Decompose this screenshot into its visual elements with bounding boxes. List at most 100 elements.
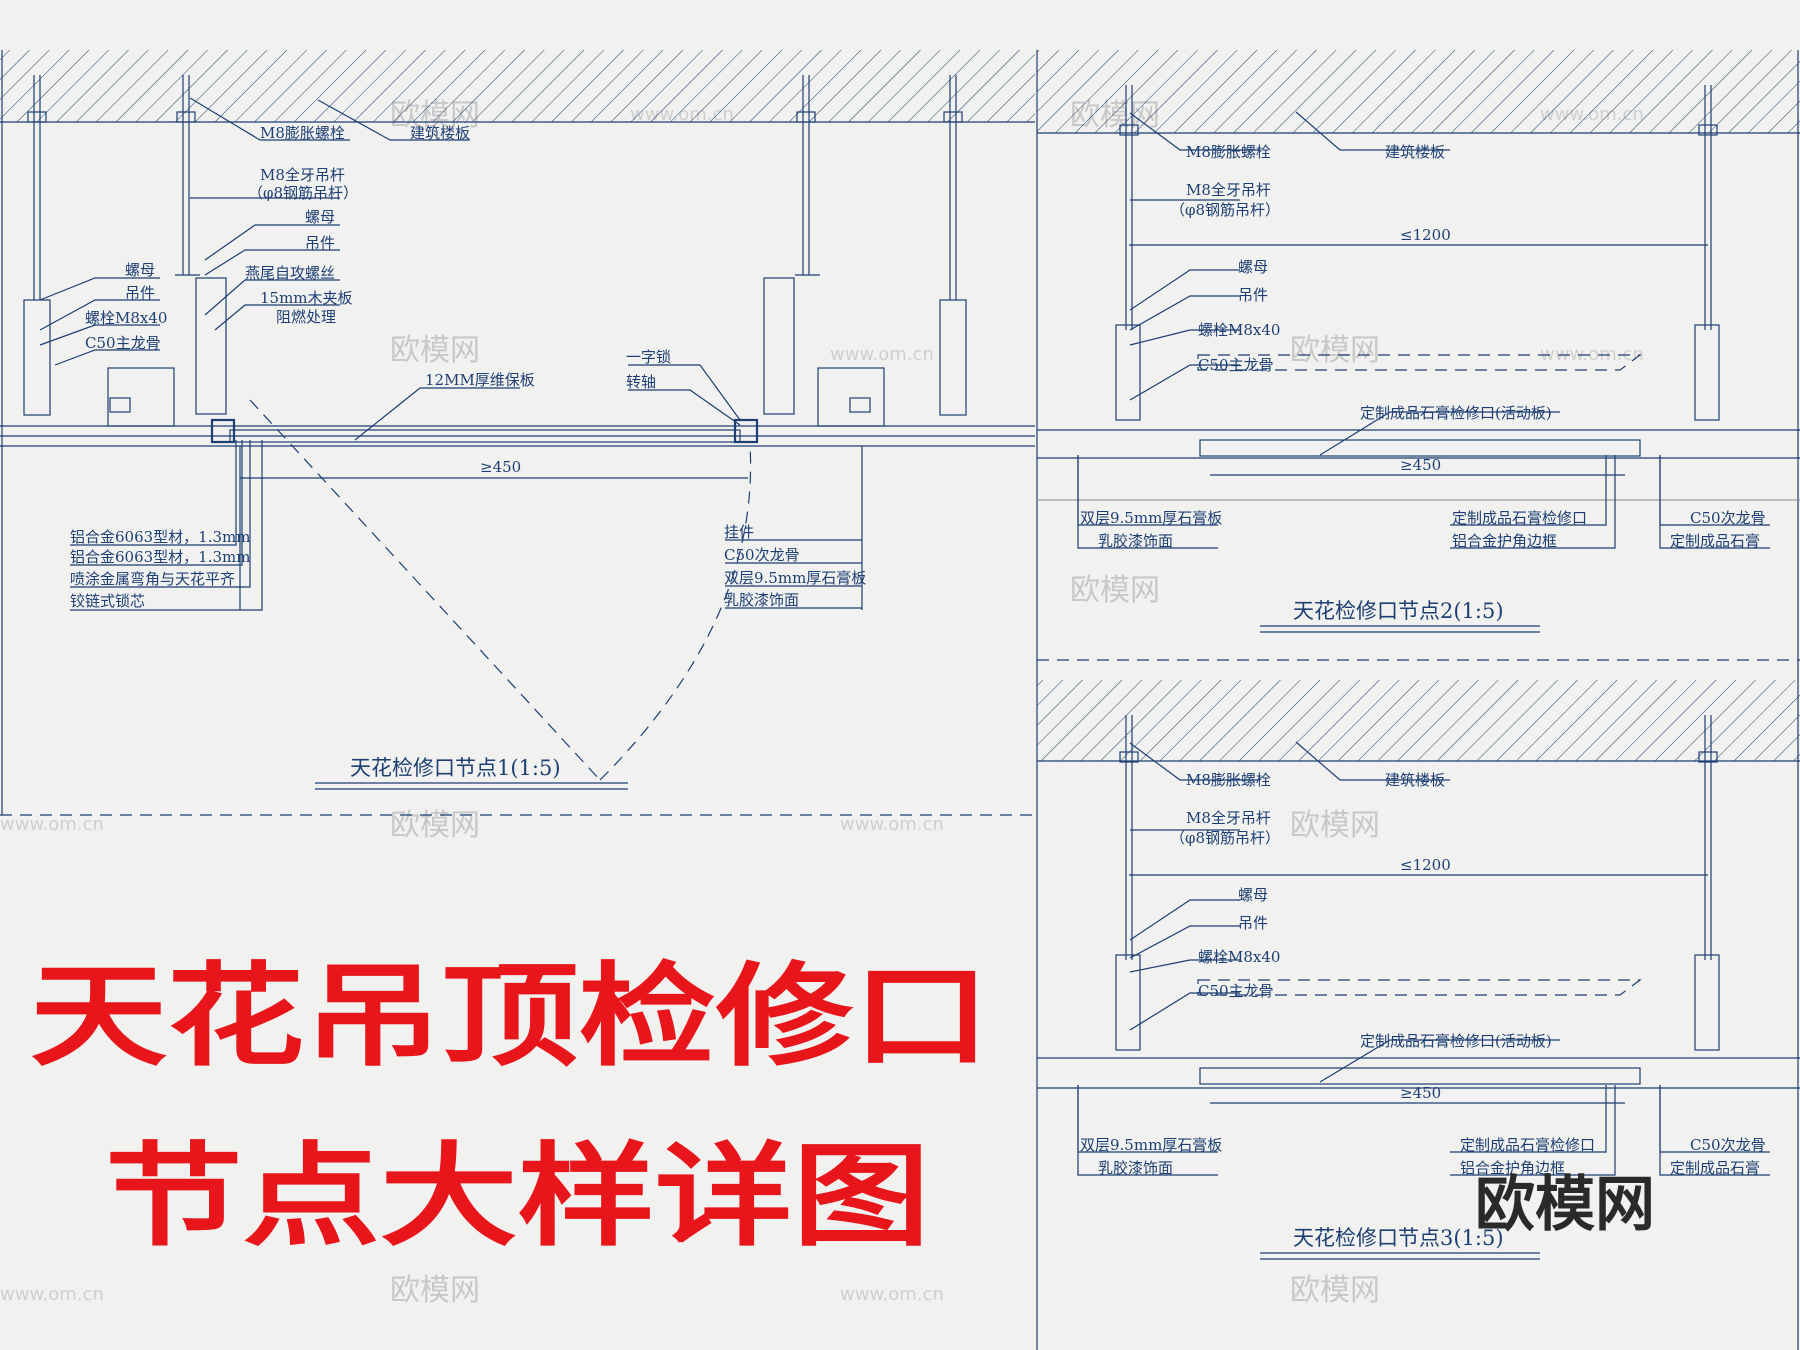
dimension-1200: ≤1200 <box>1129 856 1708 876</box>
label-gypsum: 双层9.5mm厚石膏板 <box>724 569 866 587</box>
big-title-line-2: 节点大样详图 <box>105 1132 930 1262</box>
label-slab: 建筑楼板 <box>1385 771 1445 789</box>
label-gypsum-end: 定制成品石膏 <box>1670 1159 1760 1177</box>
label-hatch-2: 定制成品石膏检修口 <box>1452 509 1587 527</box>
label-nut: 螺母 <box>1238 258 1268 276</box>
dimension-450: ≥450 <box>1210 456 1625 476</box>
label-gypsum-end: 定制成品石膏 <box>1670 532 1760 550</box>
floor-slab <box>1037 50 1800 133</box>
leaders <box>1077 111 1770 549</box>
label-anchor-bolt: M8膨胀螺栓 <box>260 124 345 142</box>
leaders <box>1077 741 1770 1176</box>
label-slab: 建筑楼板 <box>1385 143 1445 161</box>
label-paint: 乳胶漆饰面 <box>1098 1159 1173 1177</box>
label-rod: M8全牙吊杆 <box>1186 809 1271 827</box>
dim-label: ≥450 <box>1400 456 1441 474</box>
label-alu-edge: 铝合金护角边框 <box>1460 1159 1565 1177</box>
label-nut-left: 螺母 <box>125 261 155 279</box>
floor-slab <box>0 50 1035 122</box>
label-hinge: 铰链式锁芯 <box>70 592 145 610</box>
label-anchor-bolt: M8膨胀螺栓 <box>1186 143 1271 161</box>
label-panel: 12MM厚维保板 <box>425 371 535 389</box>
watermark-text: 欧模网 <box>1070 573 1160 608</box>
anchor-nuts <box>27 111 963 123</box>
watermark-text: 欧模网 <box>1290 333 1380 368</box>
dimension-1200: ≤1200 <box>1129 226 1708 246</box>
label-alu-2: 铝合金6063型材，1.3mm <box>70 548 250 566</box>
label-alu-1: 铝合金6063型材，1.3mm <box>70 528 250 546</box>
label-plywood-sub: 阻燃处理 <box>276 308 336 326</box>
hatch-outline <box>1197 354 1642 371</box>
sheet-big-title: 天花吊顶检修口 节点大样详图 <box>30 952 990 1262</box>
label-bolt: 螺栓M8x40 <box>1198 948 1280 966</box>
detail-2-labels: M8膨胀螺栓 建筑楼板 M8全牙吊杆 （φ8钢筋吊杆） 螺母 吊件 螺栓M8x4… <box>1080 143 1766 550</box>
detail-1-labels: M8膨胀螺栓 建筑楼板 M8全牙吊杆 （φ8钢筋吊杆） 螺母 吊件 燕尾自攻螺丝… <box>70 124 866 610</box>
label-alu-edge: 铝合金护角边框 <box>1452 532 1557 550</box>
detail-2-section: ≤1200 ≥450 <box>1037 50 1800 633</box>
label-nut: 螺母 <box>305 208 335 226</box>
label-gypsum: 双层9.5mm厚石膏板 <box>1080 509 1222 527</box>
label-main-keel: C50主龙骨 <box>85 334 161 352</box>
label-rod: M8全牙吊杆 <box>260 166 345 184</box>
label-paint: 乳胶漆饰面 <box>724 591 799 609</box>
label-rod-sub: （φ8钢筋吊杆） <box>248 184 358 202</box>
detail-title: 天花检修口节点1(1:5) <box>350 756 561 780</box>
dim-label: ≥450 <box>1400 1084 1441 1102</box>
watermark-url: www.om.cn <box>840 814 944 835</box>
plywood-left <box>195 277 227 415</box>
plywood-right <box>763 277 795 415</box>
label-screw: 燕尾自攻螺丝 <box>245 264 335 282</box>
detail-1-section: ≥450 M8膨胀螺 <box>0 50 1035 790</box>
ceiling-boards <box>0 418 1035 447</box>
label-hatch: 定制成品石膏检修口(活动板) <box>1360 404 1552 422</box>
door-swing-line <box>249 399 601 781</box>
label-paint: 乳胶漆饰面 <box>1098 532 1173 550</box>
ceiling-boards <box>1037 1057 1800 1089</box>
detail-3-title: 天花检修口节点3(1:5) <box>1260 1226 1540 1260</box>
label-main-keel: C50主龙骨 <box>1198 356 1274 374</box>
label-hanger-left: 吊件 <box>125 284 155 302</box>
leaders <box>39 97 862 611</box>
detail-1-title: 天花检修口节点1(1:5) <box>315 756 628 790</box>
label-plywood: 15mm木夹板 <box>260 289 353 307</box>
detail-title: 天花检修口节点3(1:5) <box>1293 1226 1504 1250</box>
label-rod-sub: （φ8钢筋吊杆） <box>1170 201 1280 219</box>
watermark-text: 欧模网 <box>1290 1273 1380 1308</box>
floor-slab <box>1037 680 1800 761</box>
watermark-url: www.om.cn <box>1540 344 1644 365</box>
label-hanger: 吊件 <box>1238 286 1268 304</box>
dim-label: ≤1200 <box>1400 226 1451 244</box>
hatch-outline <box>1197 979 1642 996</box>
label-sub-keel: C50次龙骨 <box>1690 1136 1766 1154</box>
watermark-url: www.om.cn <box>830 344 934 365</box>
label-hatch: 定制成品石膏检修口(活动板) <box>1360 1032 1552 1050</box>
watermark-logo: 欧模网 <box>1475 1170 1655 1240</box>
hanger-rods <box>1115 715 1720 1051</box>
watermark-text: 欧模网 <box>390 333 480 368</box>
dim-label: ≤1200 <box>1400 856 1451 874</box>
watermark-url: www.om.cn <box>840 1284 944 1305</box>
label-shaft: 转轴 <box>626 373 656 391</box>
label-hanger: 吊件 <box>305 234 335 252</box>
label-clip: 挂件 <box>724 523 754 541</box>
watermark-text: 欧模网 <box>1290 808 1380 843</box>
detail-2-title: 天花检修口节点2(1:5) <box>1260 599 1540 633</box>
detail-title: 天花检修口节点2(1:5) <box>1293 599 1504 623</box>
label-lock: 一字锁 <box>626 348 671 366</box>
label-nut: 螺母 <box>1238 886 1268 904</box>
watermark-text: 欧模网 <box>390 808 480 843</box>
label-sub-keel: C50次龙骨 <box>724 546 800 564</box>
detail-3-labels: M8膨胀螺栓 建筑楼板 M8全牙吊杆 （φ8钢筋吊杆） 螺母 吊件 螺栓M8x4… <box>1080 771 1766 1177</box>
dim-label: ≥450 <box>480 458 521 476</box>
label-metal: 喷涂金属弯角与天花平齐 <box>70 570 235 588</box>
hangers <box>23 274 967 416</box>
dimension-450: ≥450 <box>1210 1084 1625 1104</box>
label-main-keel: C50主龙骨 <box>1198 982 1274 1000</box>
watermark-url: www.om.cn <box>0 1284 104 1305</box>
label-rod-sub: （φ8钢筋吊杆） <box>1170 829 1280 847</box>
label-bolt: 螺栓M8x40 <box>85 309 167 327</box>
watermark-layer: 欧模网 欧模网 欧模网 欧模网 欧模网 欧模网 欧模网 欧模网 欧模网 www.… <box>0 98 1644 1308</box>
watermark-url: www.om.cn <box>0 814 104 835</box>
hanger-rods <box>1115 85 1720 421</box>
